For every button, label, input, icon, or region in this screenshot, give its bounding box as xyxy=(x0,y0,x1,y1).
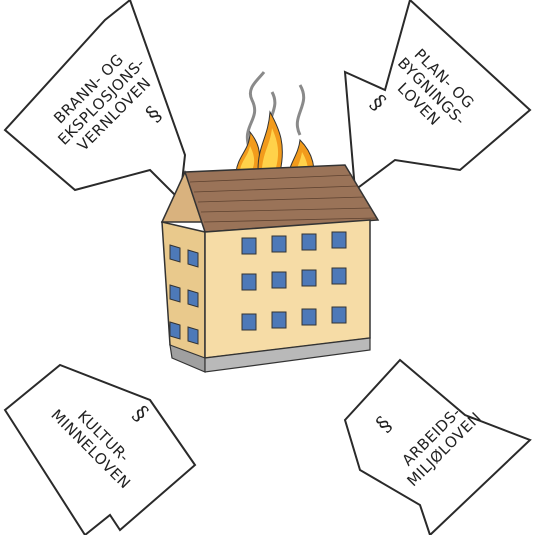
arrow-top-left: BRANN- OG EKSPLOSJONS- VERNLOVEN § xyxy=(3,0,187,203)
arrow-bottom-left: § KULTUR- MINNELOVEN xyxy=(3,363,197,535)
roof-tiles xyxy=(189,174,377,223)
flame xyxy=(240,146,255,170)
front-windows xyxy=(241,231,347,331)
arrow-bottom-right: § ARBEIDS- MILJØLOVEN xyxy=(343,358,532,535)
side-windows xyxy=(169,244,199,345)
smoke-wisp xyxy=(245,71,266,151)
side-wall xyxy=(161,221,206,372)
smoke-wisp xyxy=(295,84,306,136)
roof xyxy=(183,164,380,233)
burning-building xyxy=(160,71,380,373)
flame xyxy=(262,128,279,168)
foundation-front xyxy=(204,337,371,373)
arrow-top-right: PLAN- OG BYGNINGS- LOVEN § xyxy=(343,0,532,192)
